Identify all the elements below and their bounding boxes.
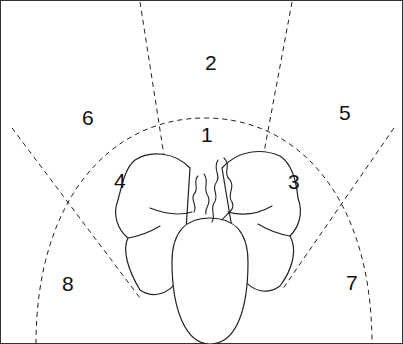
callout-number: 4 xyxy=(114,170,126,191)
center-feature xyxy=(222,158,233,220)
lobe-vein xyxy=(228,206,272,214)
center-feature xyxy=(212,160,218,222)
callout-number: 7 xyxy=(346,272,358,293)
callout-number: 1 xyxy=(201,124,213,145)
zone-arc xyxy=(36,118,372,344)
callout-number: 8 xyxy=(62,273,74,294)
lobe-fold xyxy=(128,226,160,238)
lobe-vein xyxy=(150,208,192,214)
lobe-fold xyxy=(258,224,290,236)
center-feature xyxy=(204,174,209,214)
callout-number: 2 xyxy=(205,52,217,73)
callout-number: 3 xyxy=(288,171,300,192)
head-back xyxy=(172,218,248,344)
center-feature xyxy=(193,176,198,212)
callout-number: 6 xyxy=(82,107,94,128)
callout-number: 5 xyxy=(339,102,351,123)
